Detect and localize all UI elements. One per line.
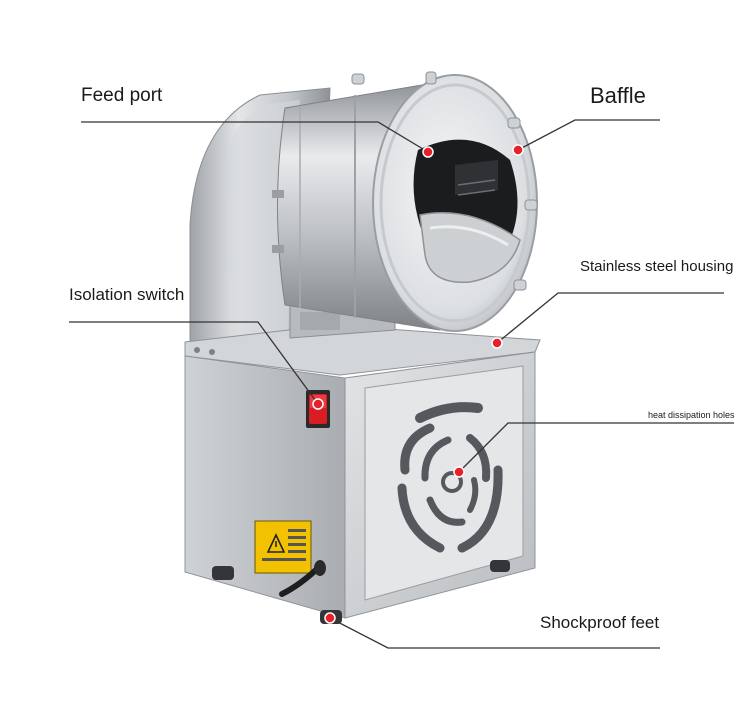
- marker-baffle: [512, 144, 524, 156]
- label-stainless-steel-housing: Stainless steel housing: [580, 258, 734, 275]
- label-isolation-switch: Isolation switch: [69, 285, 185, 304]
- feed-chute: [419, 212, 521, 284]
- base-front-panel: [344, 351, 536, 619]
- label-feed-port: Feed port: [81, 85, 163, 106]
- warning-sticker: [254, 520, 312, 574]
- heat-dissipation-vents: [397, 402, 503, 553]
- marker-shockproof-feet: [324, 612, 336, 624]
- label-shockproof-feet: Shockproof feet: [540, 613, 660, 632]
- label-baffle: Baffle: [590, 83, 646, 108]
- marker-heat-holes: [453, 466, 465, 478]
- marker-housing: [491, 337, 503, 349]
- marker-feed-port: [422, 146, 434, 158]
- callout-markers: [312, 144, 524, 624]
- leader-lines: [69, 119, 734, 649]
- power-cable: [279, 560, 326, 597]
- label-heat-dissipation-holes: heat dissipation holes: [648, 410, 735, 420]
- marker-isolation-switch: [312, 398, 324, 410]
